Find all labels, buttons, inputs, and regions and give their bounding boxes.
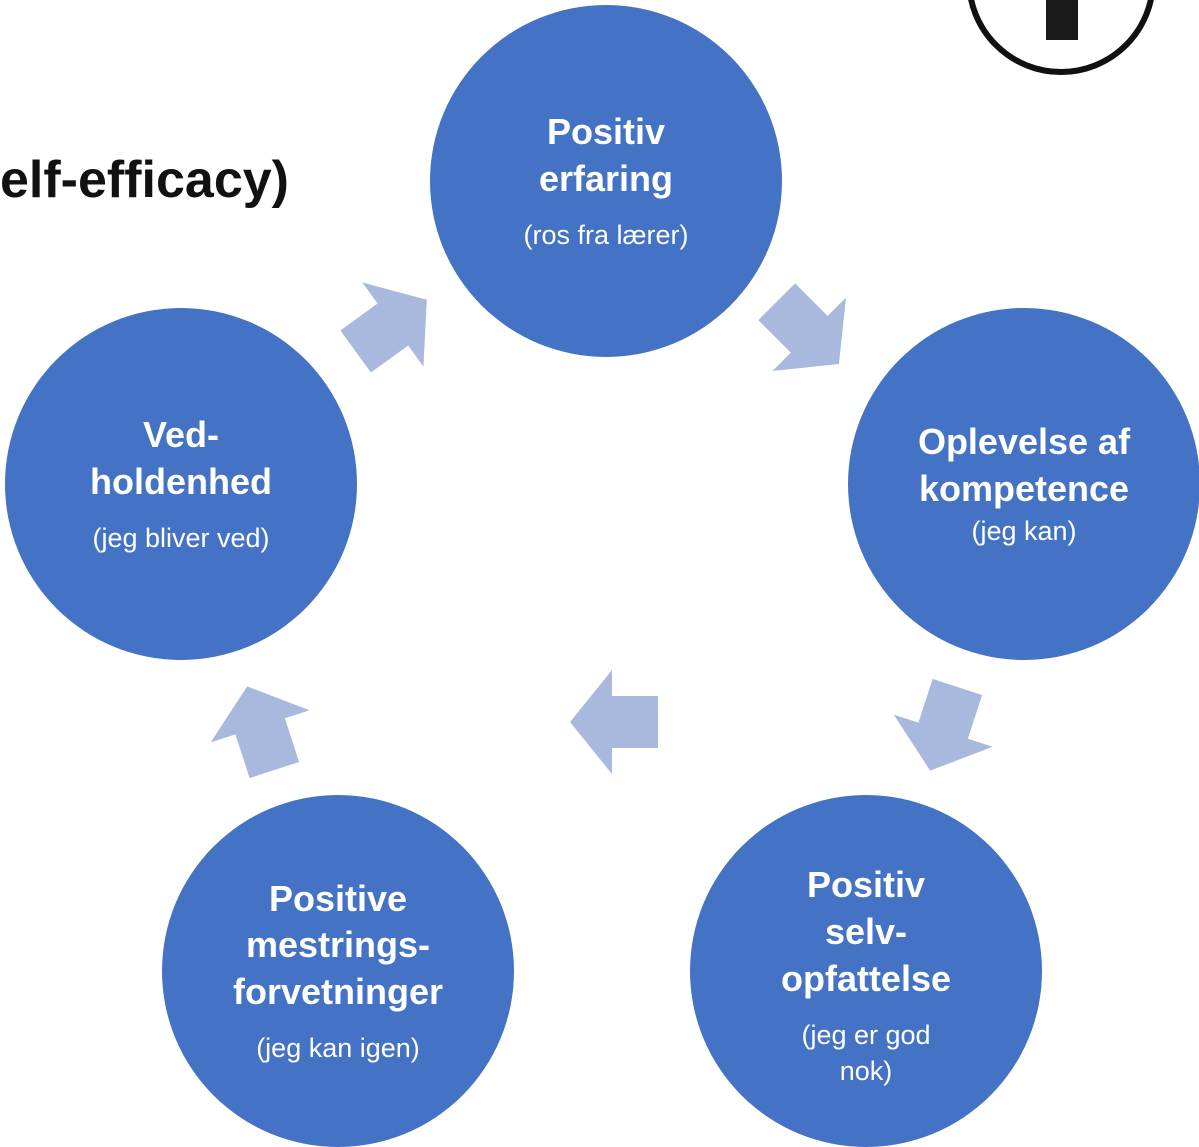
node-subtitle: (jeg kan igen): [256, 1032, 420, 1063]
page-title: elf-efficacy): [0, 151, 289, 209]
node-vedholdenhed: Ved- holdenhed (jeg bliver ved): [5, 308, 357, 660]
node-positiv-erfaring: Positiv erfaring (ros fra lærer): [430, 5, 782, 357]
arrow-erfaring-to-kompetence: [758, 283, 847, 372]
node-title: Oplevelse af kompetence: [917, 420, 1131, 509]
node-subtitle: (jeg kan): [971, 515, 1077, 546]
node-title: Positiv selv- opfattelse: [780, 864, 952, 999]
arrow-vedholdenhed-to-erfaring: [340, 282, 427, 373]
arrow-selvopfattelse-to-mestring: [570, 670, 658, 774]
node-subtitle: (jeg bliver ved): [92, 522, 270, 553]
node-subtitle: (jeg er god nok): [801, 1019, 931, 1087]
node-title: Positive mestrings- forvetninger: [232, 877, 444, 1013]
node-title: Positiv erfaring: [538, 110, 674, 199]
node-positive-mestringsforventninger: Positive mestrings- forvetninger (jeg ka…: [162, 795, 514, 1147]
node-subtitle: (ros fra lærer): [523, 219, 689, 250]
arrow-mestring-to-vedholdenhed: [210, 686, 310, 779]
node-positiv-selvopfattelse: Positiv selv- opfattelse (jeg er god nok…: [690, 795, 1042, 1147]
node-oplevelse-af-kompetence: Oplevelse af kompetence (jeg kan): [848, 308, 1199, 660]
node-title: Ved- holdenhed: [90, 413, 272, 502]
arrow-kompetence-to-selvopfattelse: [893, 678, 993, 771]
